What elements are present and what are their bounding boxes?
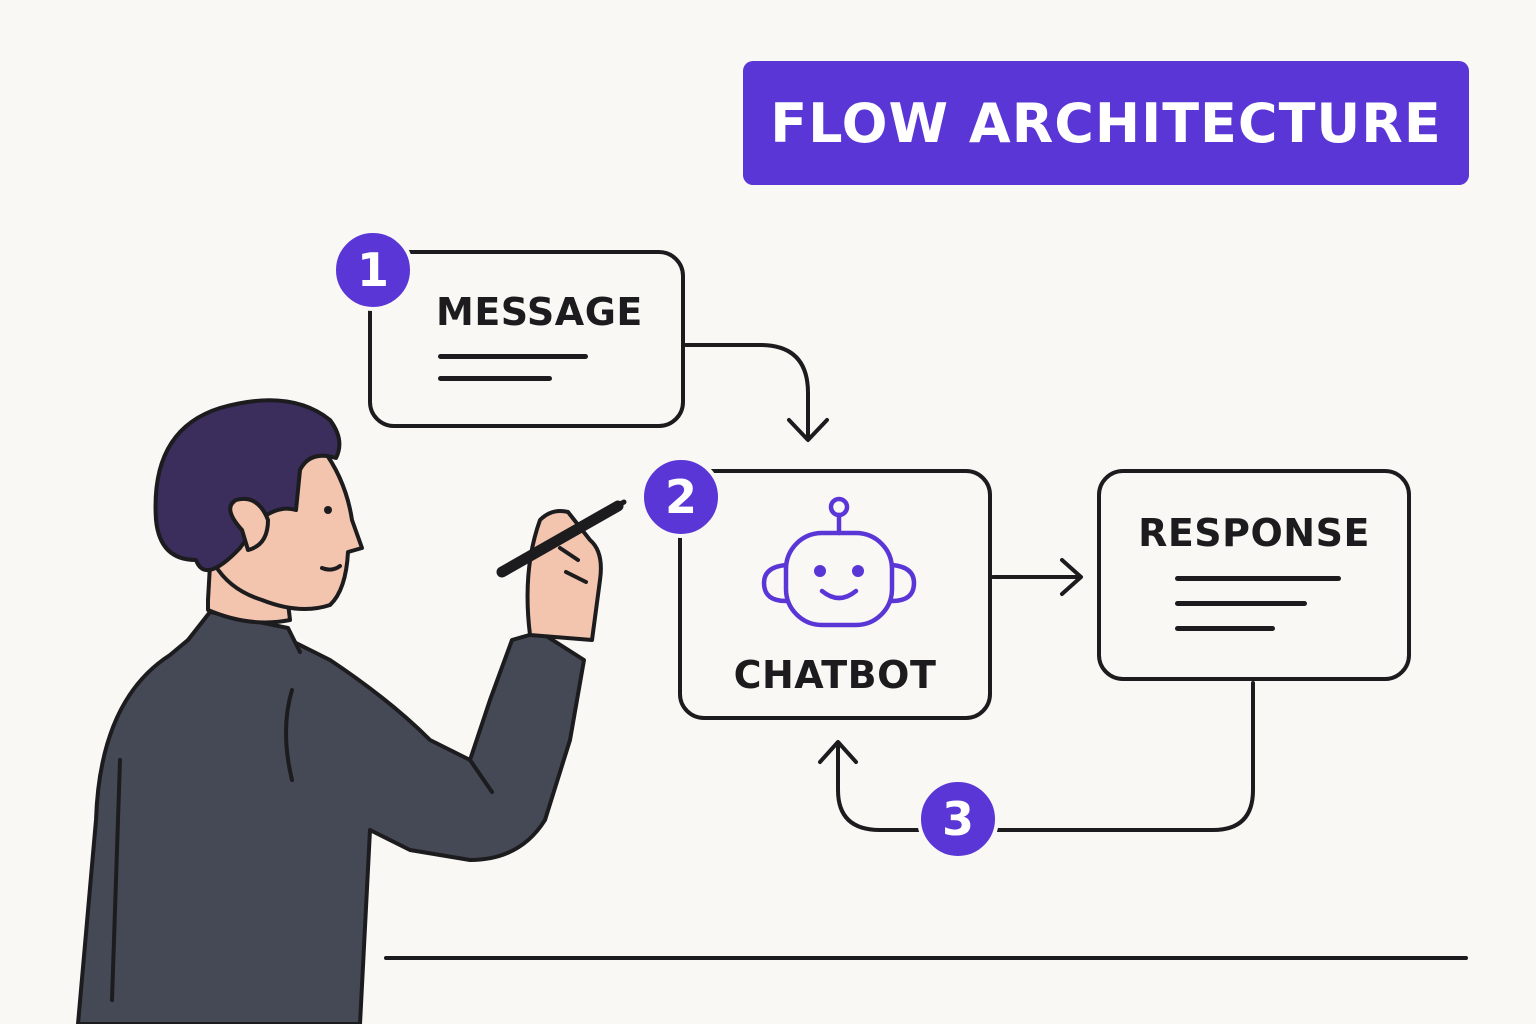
response-card: RESPONSE [1097,469,1411,681]
step-number: 3 [941,792,974,846]
response-text-line [1175,601,1307,606]
response-text-line [1175,626,1275,631]
step-badge-3: 3 [917,778,999,860]
message-text-line [438,354,588,359]
step-badge-1: 1 [332,229,414,311]
connector-message-to-chatbot [684,343,829,442]
pen-icon [496,499,627,578]
step-number: 2 [664,470,697,524]
response-text-line [1175,576,1341,581]
connector-response-loop-to-chatbot [818,681,1255,832]
robot-icon [761,496,917,628]
step-badge-2: 2 [640,456,722,538]
step-number: 1 [356,243,389,297]
response-label: RESPONSE [1138,511,1370,555]
person-illustration [76,398,603,1024]
chatbot-card: CHATBOT [678,469,992,720]
connector-chatbot-to-response [991,558,1083,596]
chatbot-label: CHATBOT [733,653,937,697]
title-banner: FLOW ARCHITECTURE [743,61,1469,185]
message-text-line [438,376,552,381]
diagram-title: FLOW ARCHITECTURE [770,91,1442,155]
message-label: MESSAGE [436,290,643,334]
message-card: MESSAGE [368,250,685,428]
